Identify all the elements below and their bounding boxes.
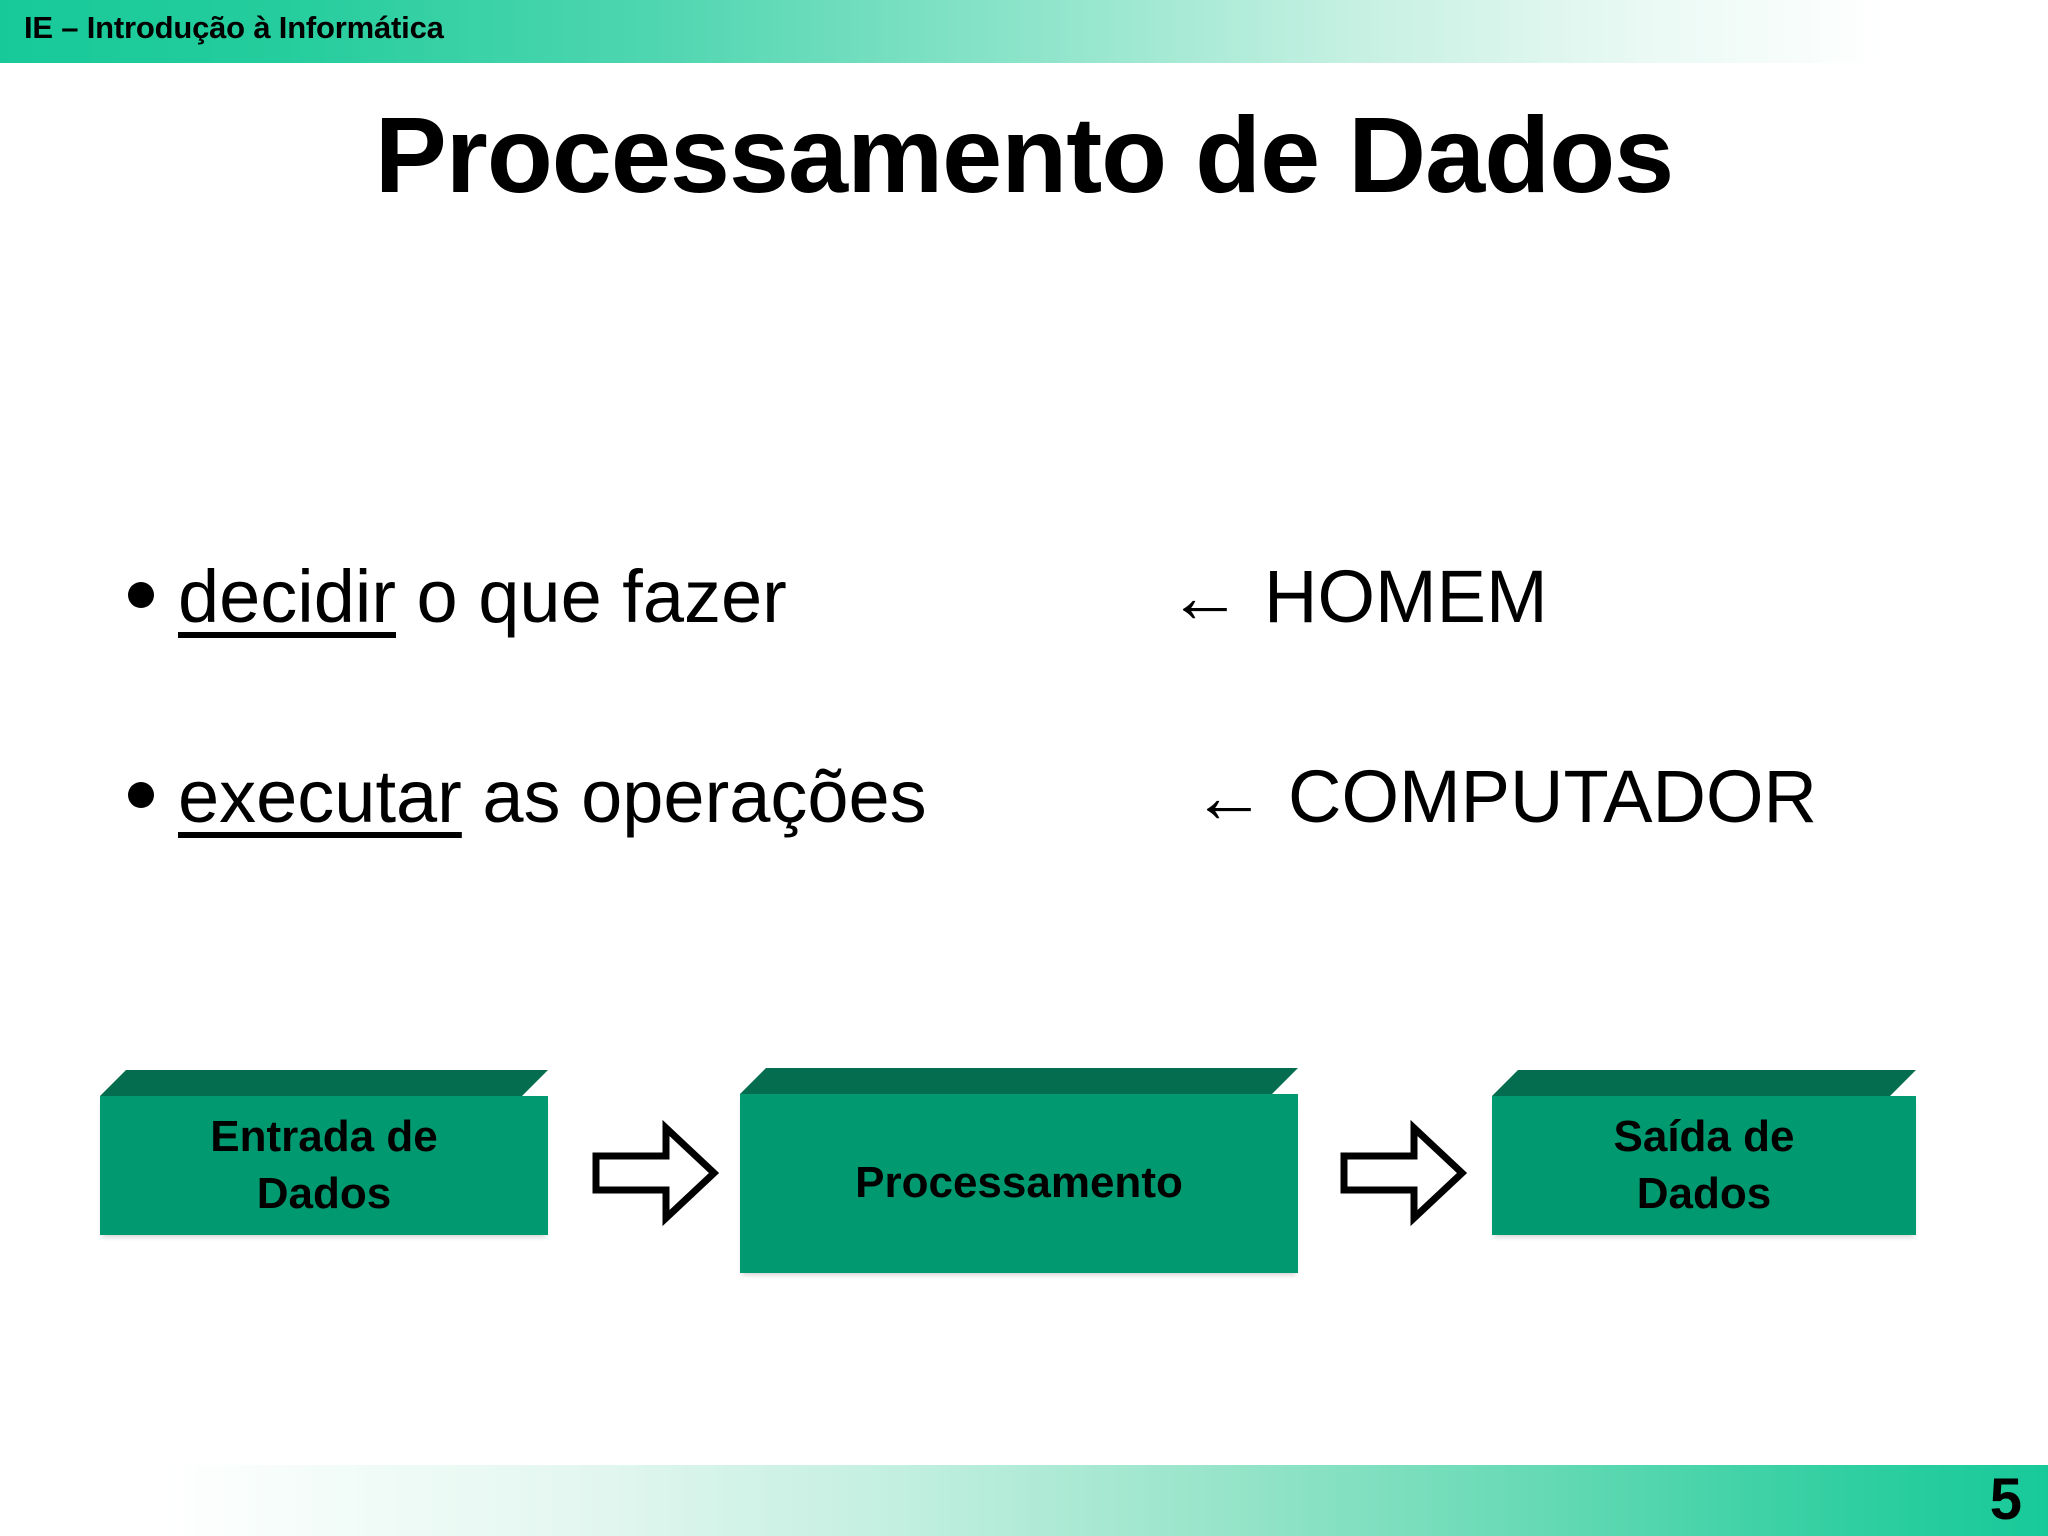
header-band: IE – Introdução à Informática xyxy=(0,0,2048,63)
actor-group-computador: ← COMPUTADOR xyxy=(1192,760,1817,834)
course-title: IE – Introdução à Informática xyxy=(24,10,444,45)
box-top-face xyxy=(100,1070,548,1096)
actor-label-computador: COMPUTADOR xyxy=(1288,755,1817,838)
box-top-face xyxy=(1492,1070,1916,1096)
flow-box-saida-de-dados: Saída de Dados xyxy=(1492,1070,1916,1235)
actor-label-homem: HOMEM xyxy=(1264,555,1548,638)
bullet-rest-text: o que fazer xyxy=(396,555,787,638)
flow-box-label: Saída de Dados xyxy=(1613,1112,1795,1218)
list-item: executar as operações ← COMPUTADOR xyxy=(0,760,2048,960)
right-arrow-icon xyxy=(1340,1119,1468,1227)
left-arrow-icon: ← xyxy=(1168,555,1242,638)
actor-group-homem: ← HOMEM xyxy=(1168,560,1548,634)
list-item: decidir o que fazer ← HOMEM xyxy=(0,560,2048,760)
box-front-face: Saída de Dados xyxy=(1492,1096,1916,1235)
bullet-dot-icon xyxy=(128,582,154,608)
flow-box-label: Processamento xyxy=(855,1158,1183,1208)
page-number: 5 xyxy=(1989,1467,2022,1532)
flow-connector-2 xyxy=(1338,1118,1468,1233)
bullet-keyword: executar xyxy=(178,755,462,838)
box-front-face: Processamento xyxy=(740,1094,1298,1273)
bullet-dot-icon xyxy=(128,782,154,808)
bullet-rest-text: as operações xyxy=(461,755,927,838)
page-title: Processamento de Dados xyxy=(374,94,1674,215)
bullet-item-executar: executar as operações xyxy=(128,760,927,834)
flow-box-label: Entrada de Dados xyxy=(210,1112,438,1218)
left-arrow-icon: ← xyxy=(1192,755,1266,838)
footer-band: 5 xyxy=(0,1465,2048,1536)
right-arrow-icon xyxy=(592,1119,720,1227)
box-front-face: Entrada de Dados xyxy=(100,1096,548,1235)
bullet-list: decidir o que fazer ← HOMEM executar as … xyxy=(0,560,2048,960)
box-top-face xyxy=(740,1068,1298,1094)
bullet-keyword: decidir xyxy=(178,555,396,638)
flow-box-entrada-de-dados: Entrada de Dados xyxy=(100,1070,548,1235)
flow-connector-1 xyxy=(590,1118,720,1233)
data-processing-flow-diagram: Entrada de Dados Processamento Saída de … xyxy=(0,1060,2048,1290)
bullet-item-decidir: decidir o que fazer xyxy=(128,560,787,634)
flow-box-processamento: Processamento xyxy=(740,1068,1298,1273)
